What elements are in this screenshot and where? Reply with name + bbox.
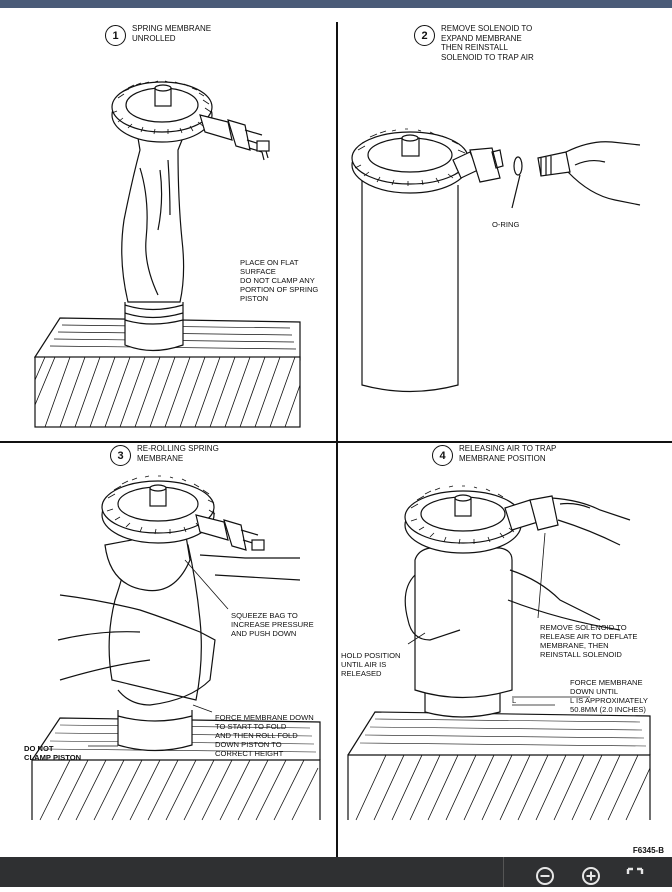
panel-divider-horizontal (0, 441, 672, 443)
callout-line: PLACE ON FLAT (240, 258, 299, 267)
callout-line: 50.8mm (2.0 INCHES) (570, 705, 646, 714)
callout-line: AND THEN ROLL FOLD (215, 731, 298, 740)
callout-remove-solenoid: REMOVE SOLENOID TO RELEASE AIR TO DEFLAT… (540, 623, 638, 659)
step-4-caption-line: RELEASING AIR TO TRAP (459, 444, 557, 453)
callout-line: DO NOT CLAMP ANY (240, 276, 315, 285)
viewer-top-bar (0, 0, 672, 8)
step-1-caption: SPRING MEMBRANE UNROLLED (132, 24, 211, 43)
step-2-caption-line: REMOVE SOLENOID TO (441, 24, 533, 33)
step-4-caption: RELEASING AIR TO TRAP MEMBRANE POSITION (459, 444, 556, 463)
callout-line: REMOVE SOLENOID TO (540, 623, 627, 632)
step-3-header: 3 RE-ROLLING SPRING MEMBRANE (110, 444, 219, 466)
callout-line: FORCE MEMBRANE (570, 678, 643, 687)
callout-line: TO START TO FOLD (215, 722, 287, 731)
callout-line: PISTON (240, 294, 269, 303)
fit-screen-icon[interactable] (624, 865, 646, 887)
callout-place-flat: PLACE ON FLAT SURFACE DO NOT CLAMP ANY P… (240, 258, 318, 303)
step-1-caption-line: SPRING MEMBRANE (132, 24, 212, 33)
callout-do-not-clamp-piston: DO NOT CLAMP PISTON (24, 744, 81, 762)
callout-line: FORCE MEMBRANE DOWN (215, 713, 314, 722)
step-4-caption-line: MEMBRANE POSITION (459, 453, 546, 463)
step-number-3: 3 (110, 445, 131, 466)
step-2-caption-line: THEN REINSTALL (441, 43, 508, 52)
callout-line: DOWN PISTON TO (215, 740, 282, 749)
callout-line: PORTION OF SPRING (240, 285, 319, 294)
callout-line: MEMBRANE, THEN (540, 641, 609, 650)
zoom-out-icon[interactable] (534, 865, 556, 887)
step-3-caption-line: MEMBRANE (137, 453, 184, 463)
callout-line: SQUEEZE BAG TO (231, 611, 298, 620)
callout-line: RELEASED (341, 669, 382, 678)
step-3-caption: RE-ROLLING SPRING MEMBRANE (137, 444, 219, 463)
panel-4-illustration (347, 485, 651, 821)
diagram-artwork (31, 80, 651, 821)
step-number-1: 1 (105, 25, 126, 46)
callout-line: REINSTALL SOLENOID (540, 650, 622, 659)
panel-2-illustration (351, 128, 641, 393)
toolbar-separator (503, 857, 504, 887)
callout-force-until: FORCE MEMBRANE DOWN UNTIL L IS APPROXIMA… (570, 678, 648, 714)
diagram-sheet: 1 SPRING MEMBRANE UNROLLED 2 REMOVE SOLE… (0, 8, 672, 862)
callout-hold-position: HOLD POSITION UNTIL AIR IS RELEASED (341, 651, 401, 678)
callout-line: HOLD POSITION (341, 651, 401, 660)
step-2-caption-line: EXPAND MEMBRANE (441, 33, 522, 43)
step-2-caption-line: SOLENOID TO TRAP AIR (441, 52, 534, 62)
callout-line: UNTIL AIR IS (341, 660, 387, 669)
step-2-header: 2 REMOVE SOLENOID TO EXPAND MEMBRANE THE… (414, 24, 534, 62)
callout-line: L IS APPROXIMATELY (570, 696, 648, 705)
viewer-toolbar (0, 857, 672, 887)
panel-3-illustration (31, 475, 321, 821)
callout-line: DO NOT (24, 744, 54, 753)
step-1-caption-line: UNROLLED (132, 33, 176, 43)
callout-line: CLAMP PISTON (24, 753, 82, 762)
zoom-in-icon[interactable] (580, 865, 602, 887)
callout-line: AND PUSH DOWN (231, 629, 297, 638)
callout-o-ring: O-RING (492, 220, 520, 229)
callout-squeeze-bag: SQUEEZE BAG TO INCREASE PRESSURE AND PUS… (231, 611, 314, 638)
step-1-header: 1 SPRING MEMBRANE UNROLLED (105, 24, 211, 46)
step-2-caption: REMOVE SOLENOID TO EXPAND MEMBRANE THEN … (441, 24, 534, 62)
callout-force-membrane-down: FORCE MEMBRANE DOWN TO START TO FOLD AND… (215, 713, 314, 758)
callout-line: SURFACE (240, 267, 276, 276)
callout-line: DOWN UNTIL (570, 687, 619, 696)
callout-line: CORRECT HEIGHT (215, 749, 284, 758)
step-number-2: 2 (414, 25, 435, 46)
figure-code: F6345-B (632, 846, 664, 855)
callout-line: RELEASE AIR TO DEFLATE (540, 632, 638, 641)
dimension-l-marker: L (512, 696, 517, 705)
panel-1-illustration (33, 80, 301, 428)
step-3-caption-line: RE-ROLLING SPRING (137, 444, 219, 453)
callout-line: INCREASE PRESSURE (231, 620, 314, 629)
step-number-4: 4 (432, 445, 453, 466)
step-4-header: 4 RELEASING AIR TO TRAP MEMBRANE POSITIO… (432, 444, 556, 466)
